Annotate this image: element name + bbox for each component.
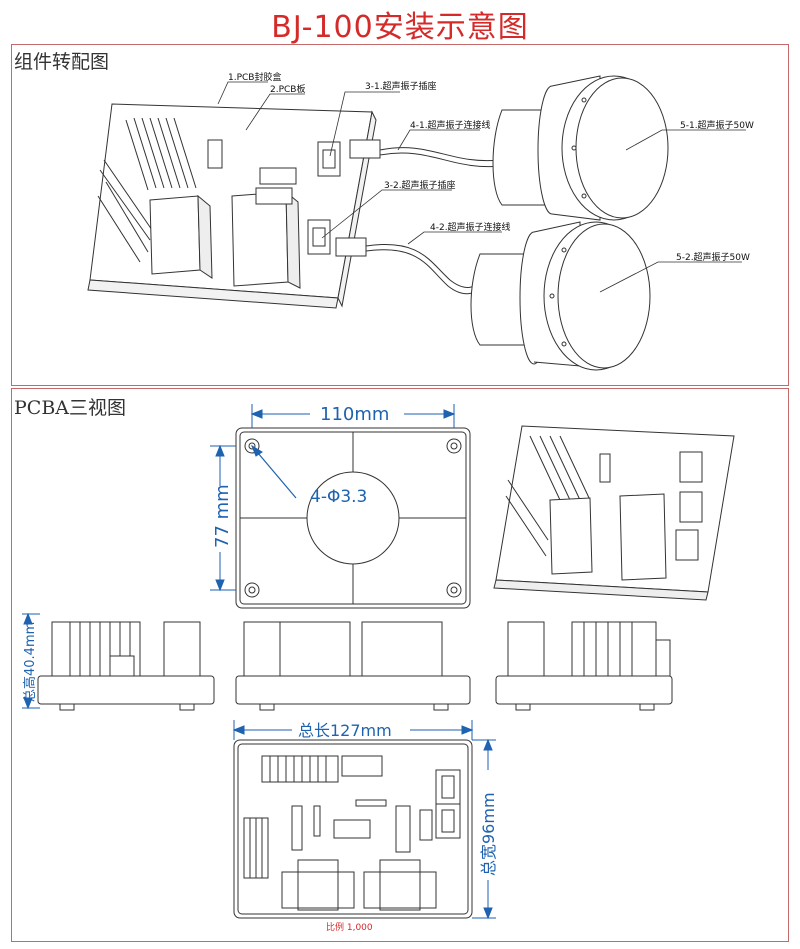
- scale-label: 比例 1,000: [326, 923, 373, 933]
- page-title: BJ-100安装示意图: [271, 10, 529, 45]
- assembly-panel: [11, 44, 789, 386]
- callout-transducer-1: 5-1.超声振子50W: [680, 119, 754, 131]
- bottom-view: [233, 739, 473, 919]
- iso-view: [493, 425, 735, 601]
- side-view-middle: [235, 621, 471, 711]
- transducer-1: [492, 75, 669, 221]
- dim-total-length: 总长127mm: [298, 721, 392, 740]
- side-view-right: [495, 621, 673, 711]
- top-view: [235, 427, 471, 609]
- side-view-left: [37, 621, 215, 711]
- callout-socket-2: 3-2.超声振子插座: [384, 179, 456, 191]
- callout-transducer-2: 5-2.超声振子50W: [676, 251, 750, 263]
- callout-cable-1: 4-1.超声振子连接线: [410, 119, 491, 131]
- callout-socket-1: 3-1.超声振子插座: [365, 80, 437, 92]
- transducer-2: [470, 221, 651, 371]
- transformers: [149, 190, 301, 289]
- dim-holes: 4-Φ3.3: [310, 487, 367, 507]
- three-view-panel: [11, 388, 789, 942]
- pcb-box: [87, 103, 377, 309]
- callout-cable-2: 4-2.超声振子连接线: [430, 221, 511, 233]
- callout-pcb-box: 1.PCB封胶盒: [228, 71, 281, 83]
- dim-width: 110mm: [320, 404, 389, 425]
- dim-total-height: 总高40.4mm: [22, 622, 38, 702]
- assembly-label: 组件转配图: [14, 51, 110, 73]
- three-view-label: PCBA三视图: [14, 397, 127, 419]
- heatsink: [97, 117, 197, 263]
- dim-height: 77 mm: [212, 484, 233, 548]
- callout-pcb-board: 2.PCB板: [270, 83, 305, 95]
- dim-total-width: 总宽96mm: [479, 792, 498, 876]
